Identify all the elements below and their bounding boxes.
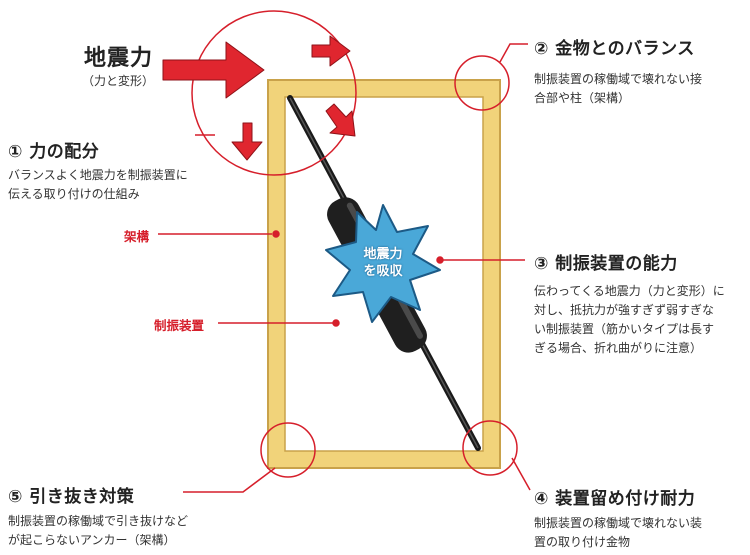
leader-item-5 (183, 467, 276, 493)
leader-damper-dot (332, 319, 340, 327)
item-1-desc: バランスよく地震力を制振装置に 伝える取り付けの仕組み (8, 168, 188, 201)
callout-damper: 制振装置 (154, 318, 205, 333)
arrow-right-large (162, 41, 265, 99)
leader-item-3-dot (436, 256, 444, 264)
item-2-heading: ② 金物とのバランス (534, 39, 695, 59)
force-circle (191, 10, 357, 176)
item-3-desc: 伝わってくる地震力（力と変形）に 対し、抵抗力が強すぎず弱すぎな い制振装置（筋… (534, 284, 725, 355)
item-5-desc: 制振装置の稼働域で引き抜けなど が起こらないアンカー（架構） (8, 514, 189, 547)
force-arrows (162, 35, 356, 161)
arrow-diagonal (325, 103, 356, 137)
leader-item-4 (511, 457, 531, 491)
absorb-star (325, 204, 441, 323)
item-1-heading: ① 力の配分 (8, 142, 100, 162)
leader-frame-dot (272, 230, 280, 238)
item-2-desc: 制振装置の稼働域で壊れない接 合部や柱（架構） (534, 72, 703, 105)
corner-circle-top-right (454, 55, 510, 111)
arrow-right-small (311, 35, 351, 67)
corner-circle-bottom-right (462, 420, 518, 476)
item-3-heading: ③ 制振装置の能力 (534, 254, 678, 274)
leader-lines (158, 43, 531, 493)
corner-circle-bottom-left (260, 422, 316, 478)
leader-item-2 (499, 43, 528, 63)
seismic-subtitle: （力と変形） (82, 74, 155, 88)
seismic-title: 地震力 (84, 46, 154, 71)
star-label: 地震力 を吸収 (363, 247, 403, 279)
callout-frame: 架構 (124, 229, 150, 244)
item-4-heading: ④ 装置留め付け耐力 (534, 489, 696, 509)
item-5-heading: ⑤ 引き抜き対策 (8, 487, 135, 507)
item-4-desc: 制振装置の稼働域で壊れない装 置の取り付け金物 (534, 516, 703, 549)
arrow-down (231, 122, 263, 161)
